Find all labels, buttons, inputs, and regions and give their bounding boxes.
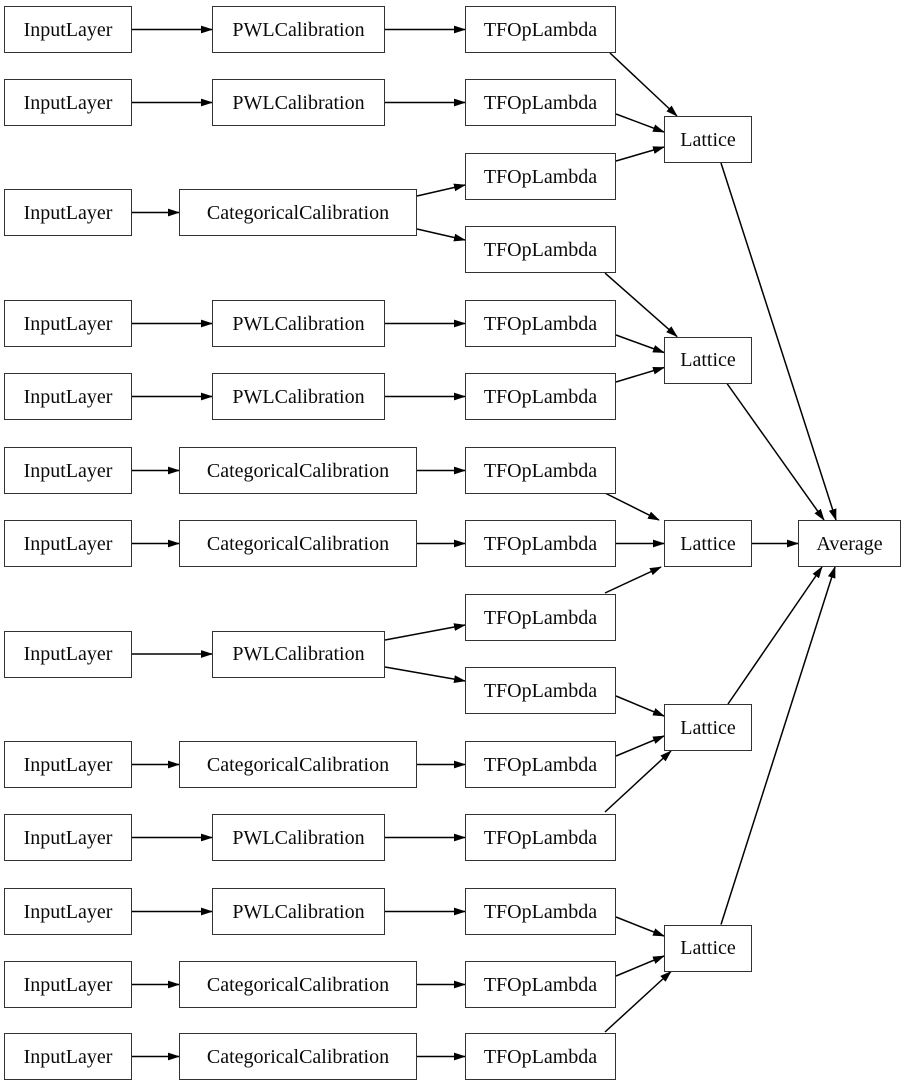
categoricalcalibration-node: CategoricalCalibration	[179, 1033, 417, 1080]
inputlayer-node: InputLayer	[4, 189, 132, 236]
lattice-node: Lattice	[664, 704, 752, 751]
tfoplambda-node: TFOpLambda	[465, 153, 616, 200]
inputlayer-node: InputLayer	[4, 741, 132, 788]
categoricalcalibration-node: CategoricalCalibration	[179, 961, 417, 1008]
categoricalcalibration-node: CategoricalCalibration	[179, 520, 417, 567]
tfoplambda-node: TFOpLambda	[465, 6, 616, 53]
tfoplambda-node: TFOpLambda	[465, 814, 616, 861]
tfoplambda-node: TFOpLambda	[465, 741, 616, 788]
edge-tfop_11-to-lattice_4	[615, 735, 665, 757]
edge-tfop_3-to-lattice_1	[615, 146, 665, 162]
edge-tfop_12-to-lattice_4	[604, 750, 672, 813]
tfoplambda-node: TFOpLambda	[465, 300, 616, 347]
edge-tfop_13-to-lattice_5	[615, 916, 665, 937]
inputlayer-node: InputLayer	[4, 300, 132, 347]
categoricalcalibration-node: CategoricalCalibration	[179, 189, 417, 236]
lattice-node: Lattice	[664, 924, 752, 972]
tfoplambda-node: TFOpLambda	[465, 520, 616, 567]
inputlayer-node: InputLayer	[4, 373, 132, 420]
edge-tfop_10-to-lattice_4	[615, 695, 665, 717]
pwlcalibration-node: PWLCalibration	[212, 814, 385, 861]
edge-lattice_4-to-average	[727, 566, 823, 705]
pwlcalibration-node: PWLCalibration	[212, 6, 385, 53]
edge-tfop_1-to-lattice_1	[609, 52, 678, 117]
tfoplambda-node: TFOpLambda	[465, 961, 616, 1008]
tfoplambda-node: TFOpLambda	[465, 667, 616, 714]
edge-calib_8-to-tfop_10	[384, 666, 466, 683]
edge-tfop_4-to-lattice_2	[604, 272, 678, 338]
tfoplambda-node: TFOpLambda	[465, 226, 616, 273]
edge-calib_3-to-tfop_4	[416, 228, 466, 242]
tfoplambda-node: TFOpLambda	[465, 594, 616, 641]
pwlcalibration-node: PWLCalibration	[212, 79, 385, 126]
pwlcalibration-node: PWLCalibration	[212, 373, 385, 420]
edge-calib_8-to-tfop_9	[384, 623, 466, 641]
inputlayer-node: InputLayer	[4, 447, 132, 494]
edge-tfop_15-to-lattice_5	[604, 970, 672, 1033]
edge-tfop_5-to-lattice_2	[615, 334, 665, 354]
edge-tfop_14-to-lattice_5	[615, 955, 665, 977]
categoricalcalibration-node: CategoricalCalibration	[179, 741, 417, 788]
inputlayer-node: InputLayer	[4, 6, 132, 53]
lattice-node: Lattice	[664, 520, 752, 567]
average-node: Average	[798, 520, 901, 567]
categoricalcalibration-node: CategoricalCalibration	[179, 447, 417, 494]
edge-lattice_2-to-average	[726, 383, 825, 521]
inputlayer-node: InputLayer	[4, 79, 132, 126]
tfoplambda-node: TFOpLambda	[465, 373, 616, 420]
edge-tfop_2-to-lattice_1	[615, 113, 665, 133]
lattice-node: Lattice	[664, 336, 752, 384]
pwlcalibration-node: PWLCalibration	[212, 630, 385, 678]
inputlayer-node: InputLayer	[4, 1033, 132, 1080]
inputlayer-node: InputLayer	[4, 520, 132, 567]
pwlcalibration-node: PWLCalibration	[212, 300, 385, 347]
edge-tfop_7-to-lattice_3	[604, 492, 660, 521]
inputlayer-node: InputLayer	[4, 814, 132, 861]
edge-lattice_5-to-average	[720, 566, 836, 925]
inputlayer-node: InputLayer	[4, 961, 132, 1008]
tfoplambda-node: TFOpLambda	[465, 1033, 616, 1080]
edge-lattice_1-to-average	[720, 162, 837, 521]
edge-calib_3-to-tfop_3	[416, 183, 466, 197]
inputlayer-node: InputLayer	[4, 630, 132, 678]
edge-tfop_6-to-lattice_2	[615, 366, 665, 383]
tfoplambda-node: TFOpLambda	[465, 447, 616, 494]
inputlayer-node: InputLayer	[4, 888, 132, 935]
lattice-node: Lattice	[664, 116, 752, 163]
tfoplambda-node: TFOpLambda	[465, 79, 616, 126]
pwlcalibration-node: PWLCalibration	[212, 888, 385, 935]
edge-tfop_9-to-lattice_3	[604, 566, 662, 594]
tfoplambda-node: TFOpLambda	[465, 888, 616, 935]
